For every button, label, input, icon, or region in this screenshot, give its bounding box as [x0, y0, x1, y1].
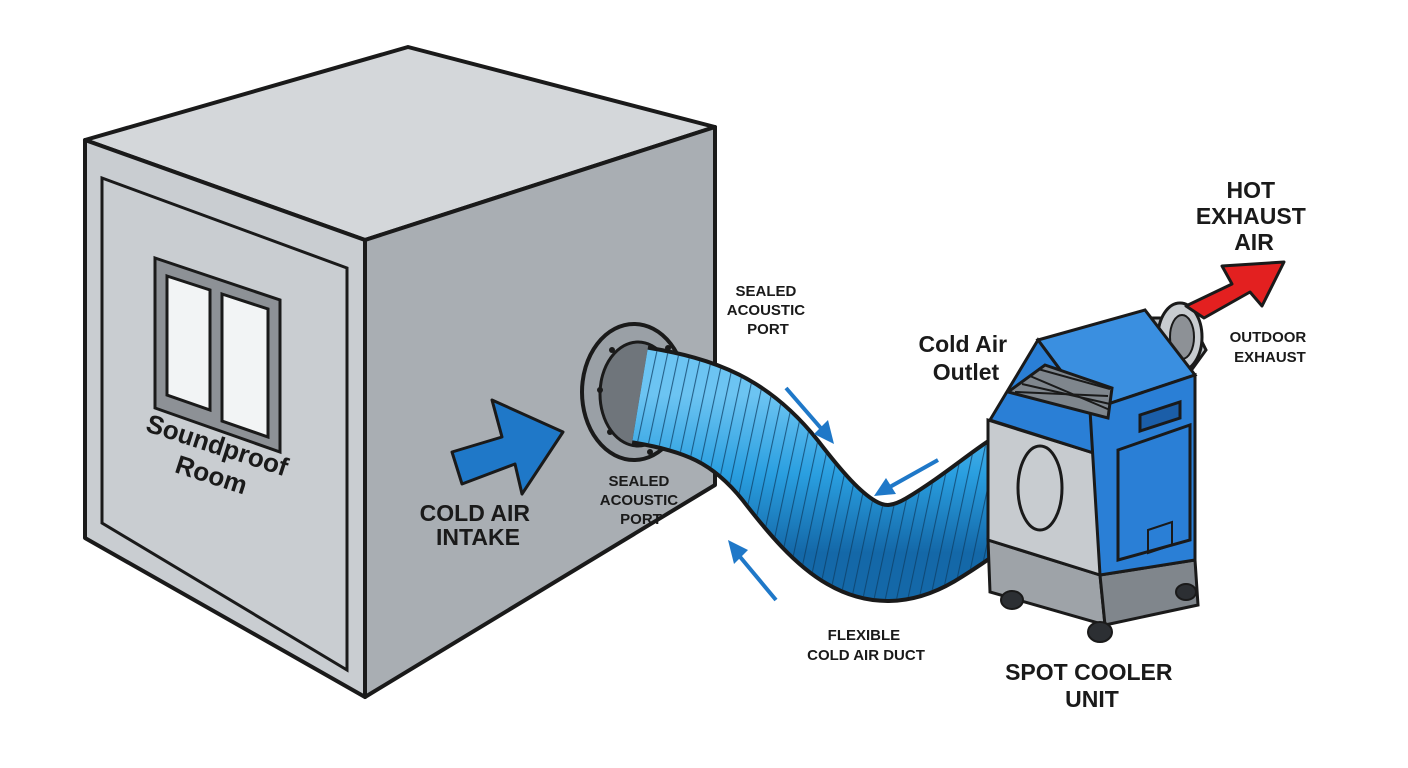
hot-exhaust-label: HOT EXHAUST AIR [1196, 177, 1312, 255]
flexible-duct [631, 345, 1056, 603]
port-label-wall-line3: PORT [620, 511, 662, 528]
cooler-wheel [1000, 590, 1024, 610]
port-label-top: SEALED ACOUSTIC PORT [727, 283, 810, 338]
soundproof-room: Soundproof Room [83, 45, 717, 699]
duct-label-line1: FLEXIBLE [828, 627, 901, 644]
outdoor-label-line1: OUTDOOR [1230, 329, 1307, 346]
spot-cooler-unit [986, 301, 1208, 643]
flow-arrow-icon [874, 458, 939, 496]
cooler-handle [1138, 399, 1182, 434]
cooler-wheel [1087, 621, 1113, 643]
room-window [153, 255, 282, 455]
port-label-wall: SEALED ACOUSTIC PORT [600, 473, 683, 528]
cooler-outlet-collar [1016, 444, 1064, 532]
duct-label-line2: COLD AIR DUCT [807, 647, 925, 664]
room-side-face [363, 125, 717, 699]
outlet-label-line2: Outlet [933, 359, 1000, 385]
cooler-side-face [1088, 372, 1197, 577]
flow-arrows [728, 386, 939, 602]
outlet-label: Cold Air Outlet [919, 331, 1014, 385]
flow-arrow-icon [728, 540, 778, 602]
intake-label: COLD AIR INTAKE [420, 500, 537, 550]
room-front-panel [100, 175, 349, 673]
cooler-vent-grille [1004, 363, 1114, 420]
port-label-top-line1: SEALED [735, 283, 796, 300]
port-label-wall-line2: ACOUSTIC [600, 492, 679, 509]
port-label-wall-line1: SEALED [608, 473, 669, 490]
cooler-label-line2: UNIT [1065, 686, 1119, 712]
duct-label: FLEXIBLE COLD AIR DUCT [807, 627, 925, 664]
hot-exhaust-arrow [1184, 260, 1286, 320]
intake-label-line1: COLD AIR [420, 500, 531, 526]
hot-exhaust-label-line1: HOT [1227, 177, 1276, 203]
flow-arrow-icon [784, 386, 834, 444]
hot-exhaust-label-line2: EXHAUST [1196, 203, 1306, 229]
outlet-label-line1: Cold Air [919, 331, 1008, 357]
cooler-label: SPOT COOLER UNIT [1005, 659, 1179, 712]
cooler-label-line1: SPOT COOLER [1005, 659, 1173, 685]
outdoor-label: OUTDOOR EXHAUST [1230, 329, 1311, 366]
cold-air-intake-arrow [450, 398, 565, 496]
port-label-top-line3: PORT [747, 321, 789, 338]
cooler-wheel [1175, 583, 1197, 601]
outdoor-label-line2: EXHAUST [1234, 349, 1306, 366]
intake-label-line2: INTAKE [436, 524, 520, 550]
port-label-top-line2: ACOUSTIC [727, 302, 806, 319]
cooler-side-panel [1116, 422, 1192, 562]
hot-exhaust-label-line3: AIR [1234, 229, 1274, 255]
